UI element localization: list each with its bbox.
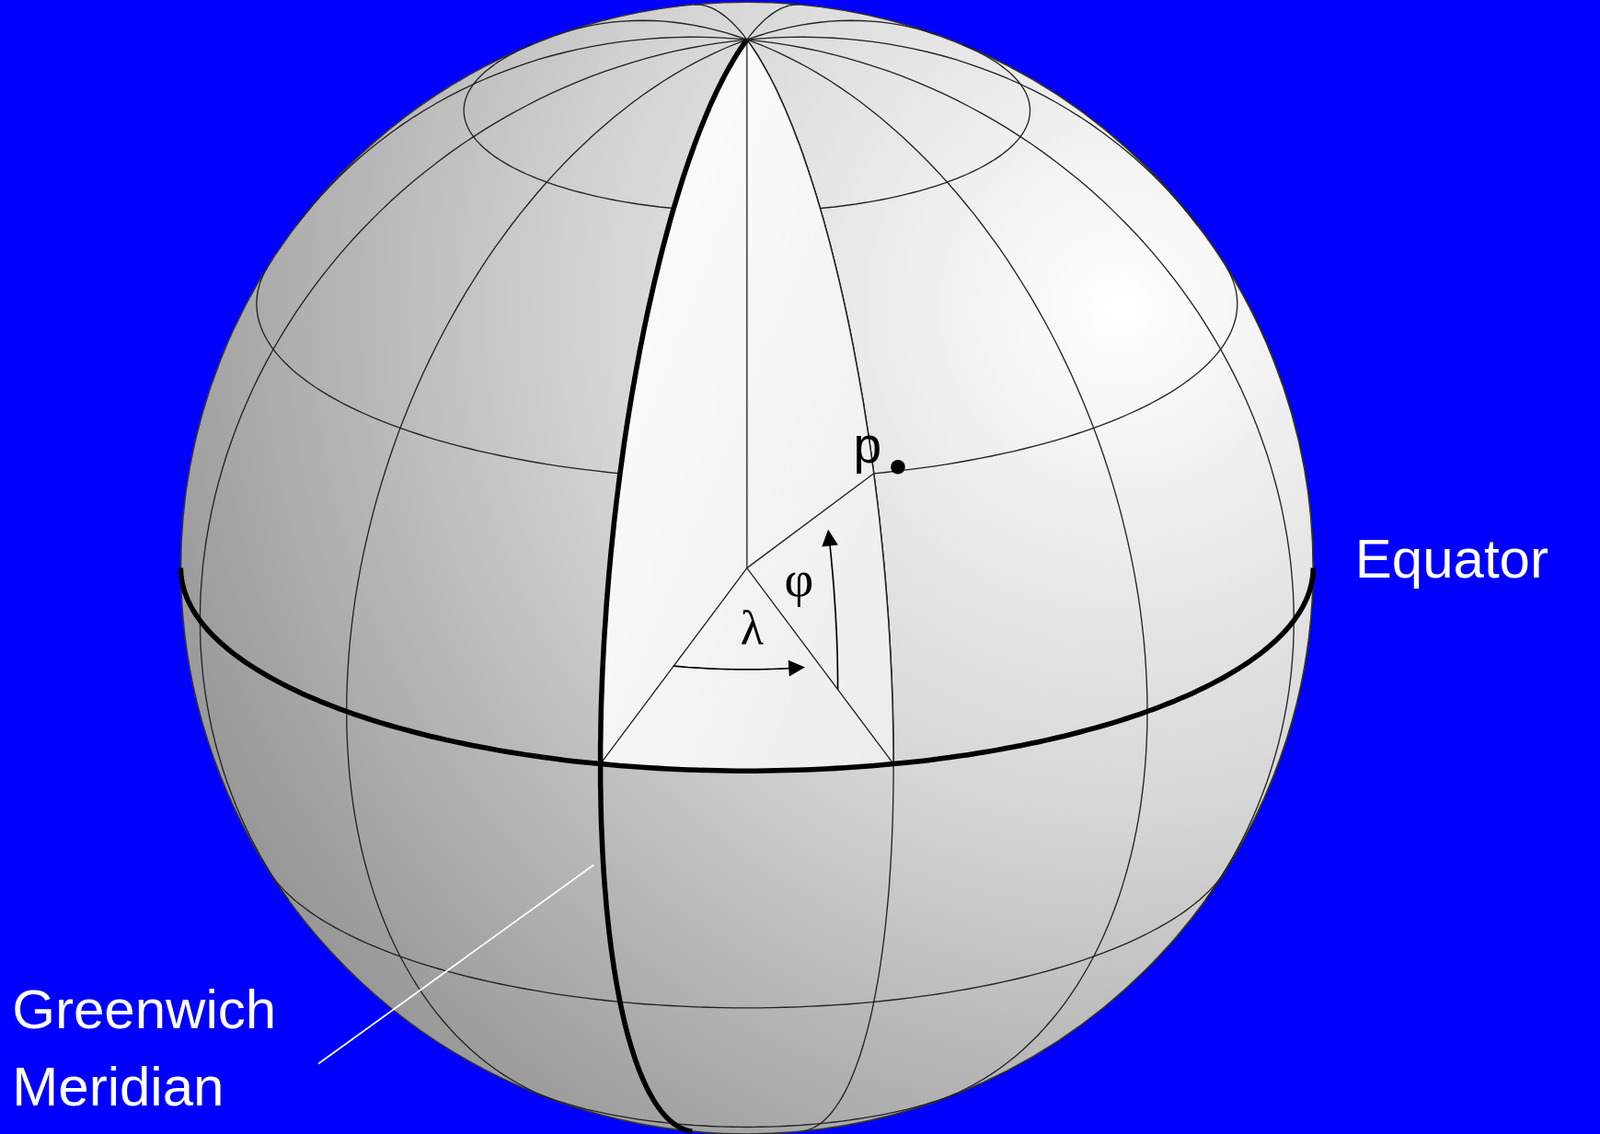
graticule [199,4,1294,1132]
angle-label: λ [740,604,764,653]
angle-arcs [673,529,839,691]
meridian-label: Greenwich Meridian [11,971,316,1127]
radius-line [600,568,748,765]
greenwich-meridian-line [600,39,748,1132]
point-label: p [852,420,882,472]
cutaway-face [600,39,894,772]
meridian-line [555,20,748,40]
longitude-arc [673,666,801,670]
meridian-of-p [747,39,894,764]
arrowhead [788,660,806,678]
equator-label: Equator [1355,531,1549,588]
meridian-line [694,4,748,40]
radius-line [746,39,748,569]
radius-line [747,568,894,765]
angle-label: φ [784,553,815,605]
parallel-line [536,1093,957,1128]
reference-lines [180,39,1313,1132]
leader-line [318,864,594,1064]
sphere [180,1,1313,1134]
meridian-line [747,4,800,40]
parallel-line [270,873,1225,1008]
meridian-line [747,20,939,40]
point-p [890,460,906,475]
equator-line [180,568,1313,772]
cutaway-wedge [600,39,895,772]
latitude-arc [828,533,839,691]
arrowhead [821,529,839,548]
